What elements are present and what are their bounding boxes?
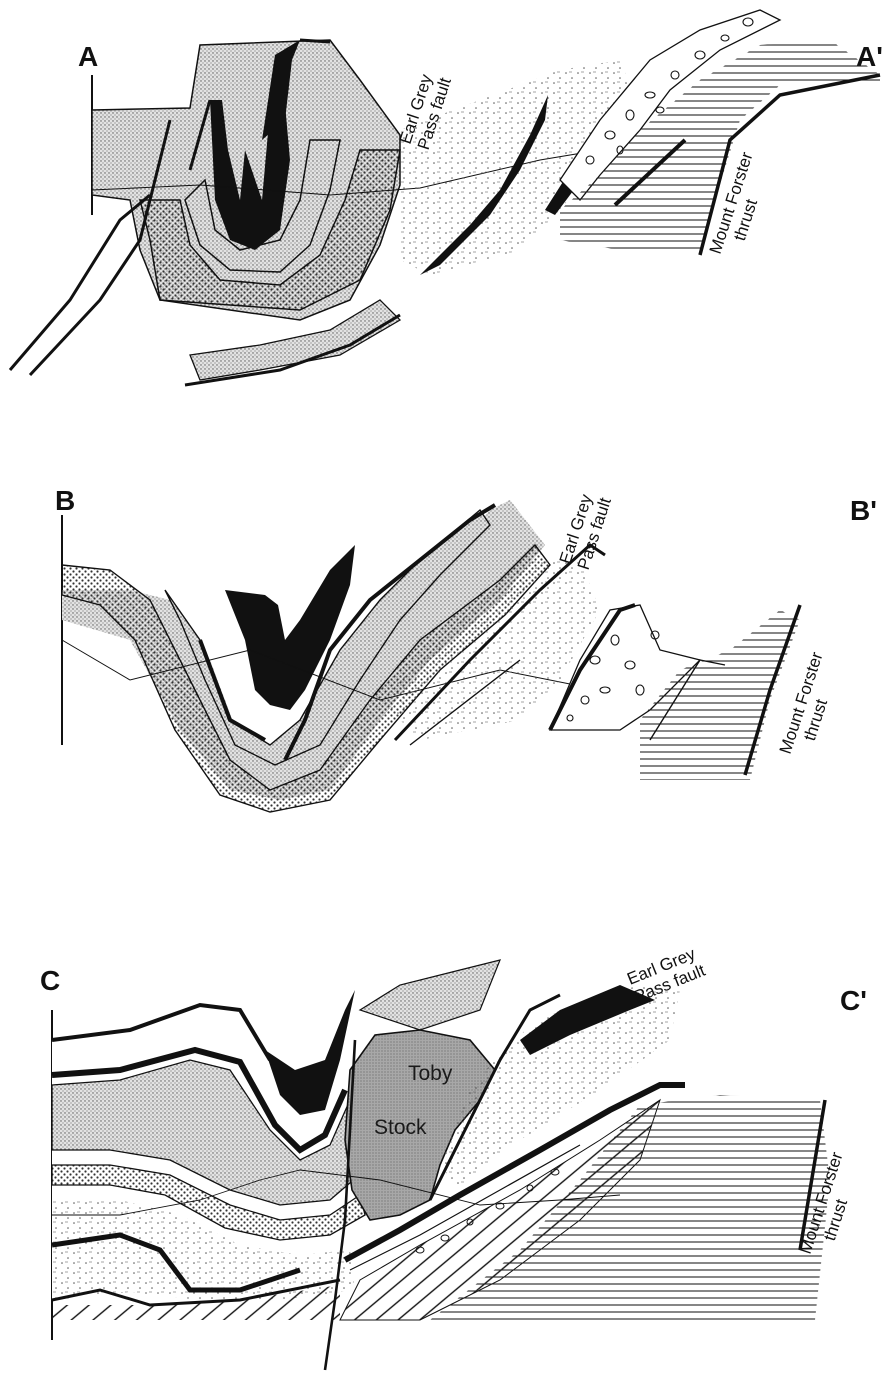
- horizontal-lined-unit: [640, 610, 800, 780]
- section-c-end-label: C': [840, 985, 867, 1016]
- west-fault: [10, 195, 150, 370]
- section-c: C C' Toby Stock: [40, 942, 867, 1370]
- section-c-start-label: C: [40, 965, 60, 996]
- earl-grey-label: Earl Grey Pass fault: [556, 488, 616, 573]
- stock-label: Stock: [374, 1116, 427, 1139]
- section-b: B B' Earl Grey: [55, 485, 877, 812]
- mount-forster-label: Mount Forster thrust: [776, 645, 846, 762]
- section-b-end-label: B': [850, 495, 877, 526]
- section-b-start-label: B: [55, 485, 75, 516]
- section-a: A A': [10, 10, 883, 385]
- section-a-start-label: A: [78, 41, 98, 72]
- toby-label: Toby: [408, 1062, 453, 1085]
- fold-hinge-line: [300, 40, 330, 42]
